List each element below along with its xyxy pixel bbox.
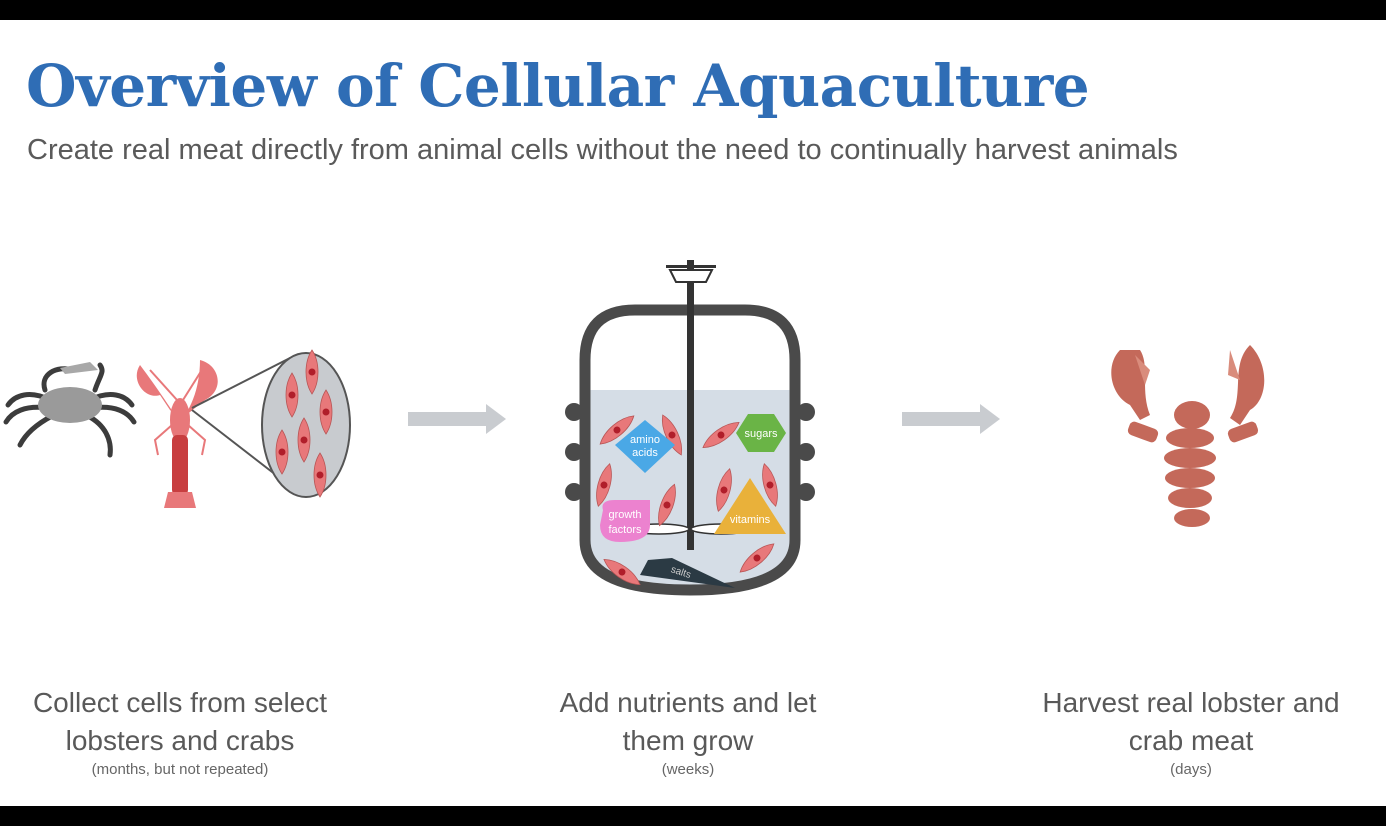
step-duration: (days) [1170,761,1212,778]
page-title: Overview of Cellular Aquaculture [26,52,1090,120]
step-duration: (weeks) [661,761,715,778]
bioreactor-icon: amino acids sugars growth factors vitami… [565,260,815,596]
growth-factors-label: factors [608,524,642,536]
step-title: Harvest real lobster and [1042,687,1340,718]
step-title: crab meat [1128,725,1254,756]
page-subtitle: Create real meat directly from animal ce… [27,134,1178,166]
step-title: them grow [622,725,754,756]
step-title: lobsters and crabs [65,725,295,756]
cell-magnification [191,349,351,498]
slide: Overview of Cellular Aquaculture Create … [0,20,1386,806]
arrow-right-icon [408,404,506,434]
amino-acids-label: amino [630,434,660,446]
process-diagram: amino acids sugars growth factors vitami… [3,260,1265,596]
lobster-icon [136,360,218,508]
step-title: Add nutrients and let [559,687,817,718]
growth-factors-label: growth [608,509,641,521]
arrow-right-icon [902,404,1000,434]
step-duration: (months, but not repeated) [91,761,269,778]
step-title: Collect cells from select [32,687,328,718]
lobster-meat-icon [1111,345,1265,527]
step-caption-collect: Collect cells from select lobsters and c… [0,684,380,780]
step-caption-grow: Add nutrients and let them grow (weeks) [488,684,888,780]
amino-acids-label: acids [632,447,658,459]
vitamins-label: vitamins [730,514,771,526]
sugars-label: sugars [744,428,778,440]
crab-icon [3,362,137,458]
step-caption-harvest: Harvest real lobster and crab meat (days… [991,684,1386,780]
